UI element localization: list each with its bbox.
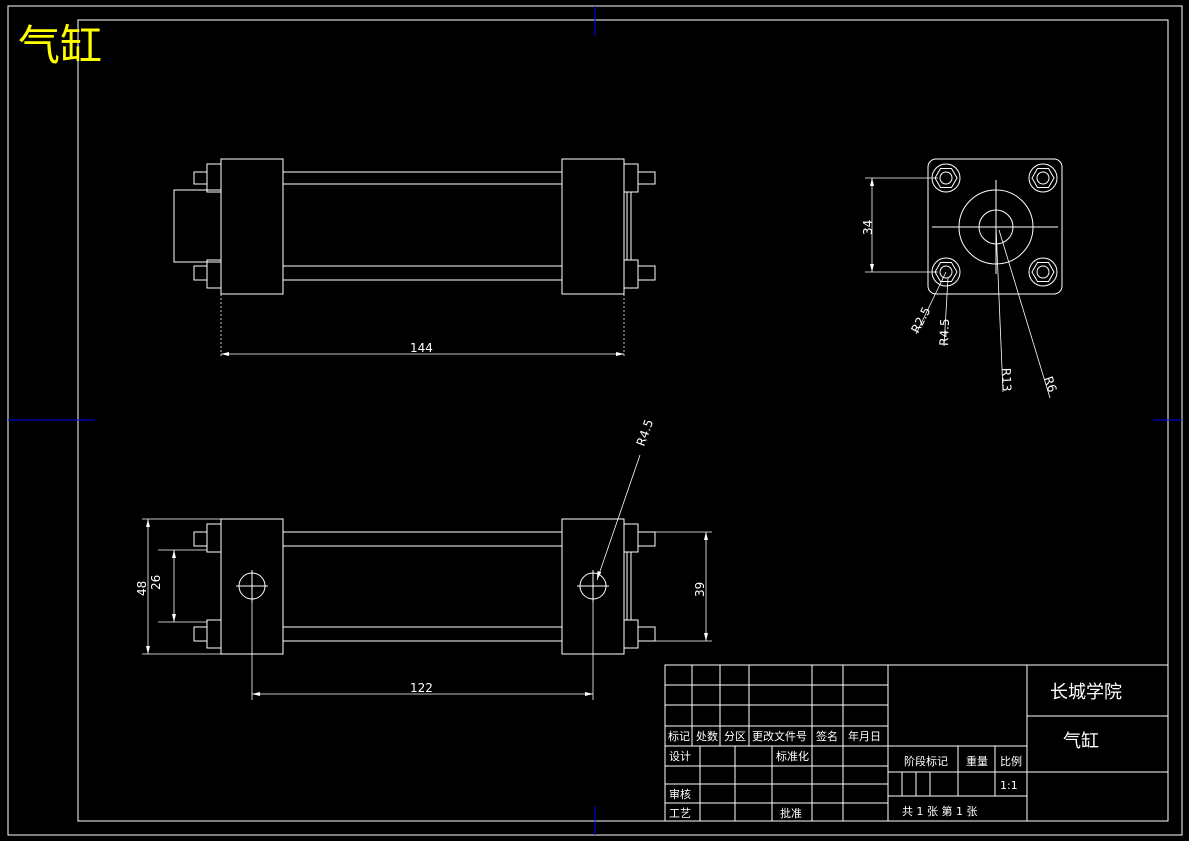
dim-r25: R2.5 — [908, 305, 933, 336]
left-end-cap — [220, 158, 284, 295]
front-view: 48 26 39 122 R4.5 — [135, 417, 712, 700]
tb-mark: 标记 — [668, 729, 690, 743]
dim-r6: R6 — [1041, 375, 1059, 395]
tb-approve: 批准 — [780, 806, 802, 820]
tb-sheet-info: 共 1 张 第 1 张 — [902, 804, 977, 818]
dim-r45-front: R4.5 — [634, 417, 657, 448]
top-view: 144 — [173, 158, 656, 358]
tb-standardize: 标准化 — [776, 749, 809, 763]
end-plate — [927, 158, 1063, 295]
tb-count: 处数 — [696, 730, 718, 743]
tb-zone: 分区 — [724, 730, 746, 743]
dim-34: 34 — [861, 220, 875, 235]
end-view: 34 R2.5 R4.5 R13 R6 — [861, 158, 1063, 399]
tb-school: 长城学院 — [1050, 682, 1122, 703]
right-end-cap — [561, 158, 625, 295]
center-markers — [8, 6, 1182, 835]
tb-part-name: 气缸 — [1063, 730, 1099, 752]
tb-change-doc: 更改文件号 — [752, 729, 807, 743]
dim-r13: R13 — [999, 368, 1014, 392]
dim-26: 26 — [149, 575, 163, 590]
dim-39: 39 — [693, 582, 707, 597]
bolt-tl — [931, 163, 961, 193]
tb-sign: 签名 — [816, 729, 838, 743]
inner-border — [77, 19, 1169, 822]
bolt-tr — [1028, 163, 1058, 193]
dim-48: 48 — [135, 581, 149, 596]
dim-144: 144 — [410, 341, 433, 355]
outer-border — [7, 5, 1183, 836]
drawing-title: 气缸 — [18, 21, 102, 70]
tb-design: 设计 — [669, 750, 691, 763]
tb-date: 年月日 — [848, 729, 881, 743]
bolt-br — [1028, 257, 1058, 287]
dim-r45-end: R4.5 — [937, 318, 952, 346]
tb-craft: 工艺 — [669, 807, 691, 820]
dim-122: 122 — [410, 681, 433, 695]
left-port — [173, 189, 222, 263]
tb-scale-label: 比例 — [1000, 754, 1022, 768]
title-block: 标记 处数 分区 更改文件号 签名 年月日 设计 标准化 审核 工艺 批准 阶段… — [664, 664, 1169, 822]
tb-review: 审核 — [669, 787, 691, 801]
tb-stage-mark: 阶段标记 — [904, 754, 948, 768]
tb-weight: 重量 — [966, 754, 988, 768]
tb-scale-value: 1:1 — [1000, 779, 1018, 792]
